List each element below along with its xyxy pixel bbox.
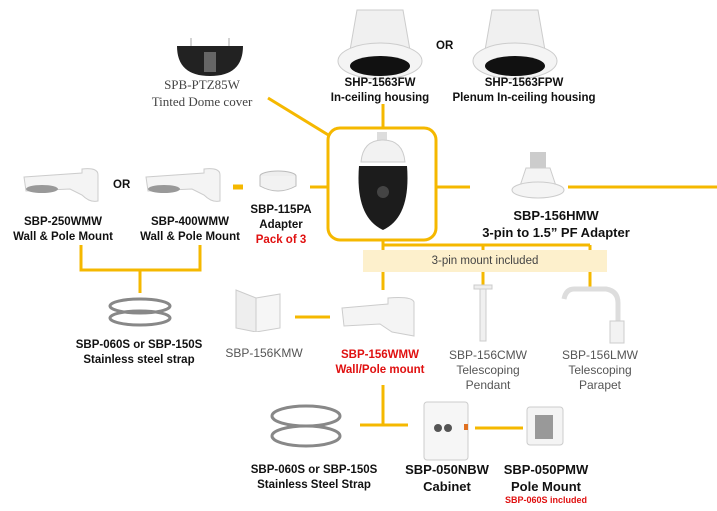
or-label-2: OR (113, 179, 131, 191)
corner-mount-image (235, 289, 281, 332)
parapet-image (561, 286, 625, 344)
three-pin-band: 3-pin mount included (363, 250, 607, 272)
dome-cover-image (177, 38, 243, 76)
pole-mount-image (526, 406, 564, 446)
pendant-image (473, 284, 493, 342)
steel-strap-2-image (270, 404, 342, 448)
steel-strap-image (108, 297, 172, 327)
wall-mount-400-image (145, 168, 221, 202)
plenum-housing-image (472, 9, 558, 80)
pf-adapter-image (511, 152, 565, 199)
in-ceiling-housing-image (337, 9, 423, 80)
cabinet-image (423, 401, 469, 461)
wall-mount-250-image (23, 168, 99, 202)
adapter-115-image (259, 170, 297, 192)
ptz-camera-image (358, 132, 408, 230)
or-label: OR (436, 40, 454, 52)
wall-pole-mount-image (341, 297, 415, 337)
corner-mount-label: SBP-156KMW (225, 346, 303, 360)
